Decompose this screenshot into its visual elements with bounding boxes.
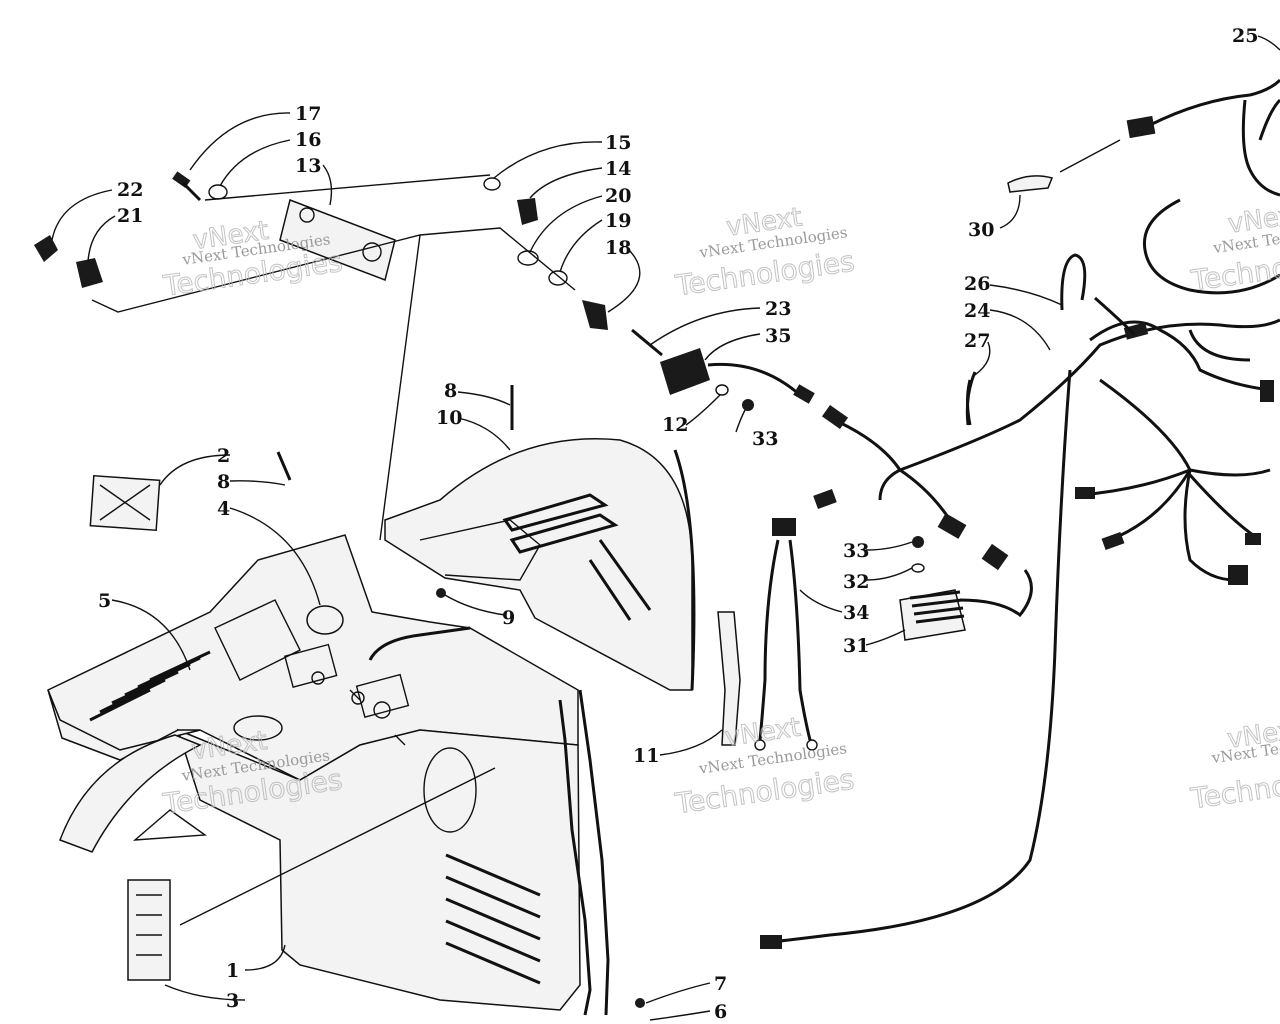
headlight-opening <box>423 747 477 833</box>
callout-8-upper: 8 <box>444 380 457 402</box>
washer-12 <box>715 384 729 396</box>
leader-lines <box>51 35 1280 1021</box>
callout-24: 24 <box>964 300 990 322</box>
screw-17 <box>172 171 191 188</box>
callout-18: 18 <box>605 237 631 259</box>
rivet-8-left <box>276 451 292 481</box>
wiring-harness-24 <box>760 318 1280 949</box>
switch-18 <box>582 300 608 330</box>
gauge-opening-left <box>284 643 338 688</box>
washer-16 <box>208 184 228 200</box>
voltage-regulator-31 <box>899 543 1033 641</box>
callout-16: 16 <box>295 129 321 151</box>
grommet-9 <box>436 588 446 598</box>
wire-26 <box>1060 253 1087 311</box>
callout-15: 15 <box>605 132 631 154</box>
grommet-knob <box>306 605 344 635</box>
callout-25: 25 <box>1232 25 1258 47</box>
callout-23: 23 <box>765 298 791 320</box>
washer-32 <box>911 563 925 573</box>
callout-35: 35 <box>765 325 791 347</box>
callout-5: 5 <box>98 590 111 612</box>
nut-33-lower <box>912 536 924 548</box>
callout-6: 6 <box>714 1001 727 1023</box>
watermark-top-right: vNext Technologies vNext Technologies <box>1188 199 1280 298</box>
wire-lead-34 <box>754 518 818 751</box>
washer-19 <box>548 270 568 286</box>
callout-9: 9 <box>502 607 515 629</box>
bolt-23 <box>631 328 663 357</box>
callout-14: 14 <box>605 158 631 180</box>
wiring-harness-25 <box>1094 78 1280 337</box>
nut-7 <box>635 998 645 1008</box>
callout-13: 13 <box>295 155 321 177</box>
callout-11: 11 <box>633 745 659 767</box>
callout-33-upper: 33 <box>752 428 778 450</box>
callout-3: 3 <box>226 990 239 1012</box>
callout-26: 26 <box>964 273 990 295</box>
switch-14 <box>517 198 538 225</box>
watermark-bottom-right: vNext Technologies vNext Technologies <box>1188 714 1280 816</box>
hood-vents-top <box>89 650 211 722</box>
switch-21 <box>76 258 103 288</box>
switch-bracket-13 <box>279 198 396 282</box>
callout-20: 20 <box>605 185 631 207</box>
fuse-30 <box>1007 175 1054 193</box>
callout-31: 31 <box>843 635 869 657</box>
strap-11 <box>717 611 741 746</box>
watermark-bottom-center: vNext Technologies vNext Technologies <box>672 712 857 821</box>
callout-8-left: 8 <box>217 471 230 493</box>
svg-text:Technologies: Technologies <box>1188 758 1280 816</box>
knob-22 <box>34 235 58 262</box>
nut-15 <box>483 177 501 191</box>
nut-33-top <box>742 399 754 411</box>
callout-27: 27 <box>964 330 990 352</box>
callout-12-upper: 12 <box>662 414 688 436</box>
callout-21: 21 <box>117 205 143 227</box>
hood-assembly <box>47 534 610 1016</box>
dash-panel <box>384 438 696 691</box>
center-post <box>368 626 471 661</box>
callout-4: 4 <box>217 498 230 520</box>
callout-numbers: 25 17 16 13 15 14 20 19 18 22 21 30 26 2… <box>98 25 1258 1023</box>
decal-recess <box>214 599 301 681</box>
watermark-top-left: vNext Technologies vNext Technologies <box>160 215 345 303</box>
wire-27 <box>965 371 977 426</box>
watermark-top-center: vNext Technologies vNext Technologies <box>672 202 857 303</box>
callout-32: 32 <box>843 571 869 593</box>
callout-10: 10 <box>436 407 462 429</box>
washer-20 <box>517 250 539 266</box>
instruction-plate <box>127 879 171 981</box>
windshield <box>59 734 207 853</box>
callout-19: 19 <box>605 210 631 232</box>
callout-30: 30 <box>968 219 994 241</box>
callout-22: 22 <box>117 179 143 201</box>
gauge-opening-right <box>355 673 410 719</box>
hood-vents-front <box>445 853 541 985</box>
callout-17: 17 <box>295 103 321 125</box>
callout-33-lower: 33 <box>843 540 869 562</box>
callout-7: 7 <box>714 973 727 995</box>
callout-34: 34 <box>843 602 869 624</box>
junction-block-35 <box>631 328 815 404</box>
callout-1: 1 <box>226 960 239 982</box>
callout-2: 2 <box>217 445 230 467</box>
